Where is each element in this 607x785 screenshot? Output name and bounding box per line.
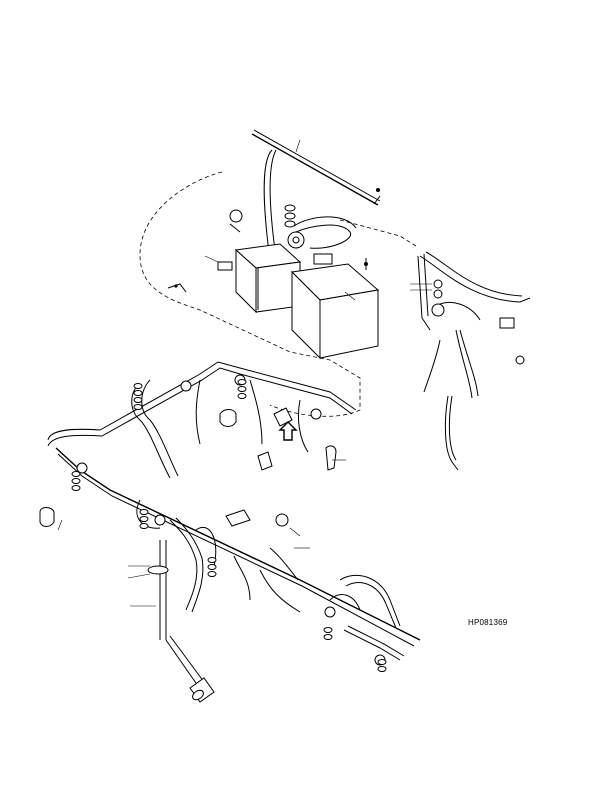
hardware-stack-top [284,204,296,228]
lower-wiring-harness [39,447,421,703]
battery-left [234,243,302,314]
battery-assembly [139,129,417,417]
middle-wiring-harness [47,361,357,479]
battery-tray-outline [139,171,361,417]
figure-code-label: HP081369 [468,618,508,627]
hardware-stack-mid [237,379,247,399]
hardware-stack-left [133,383,143,410]
battery-hold-down-rod [251,133,379,206]
battery-right [290,253,380,360]
hardware-stack-lower [71,471,387,672]
right-cable-assembly [410,251,531,471]
connector-plug [189,677,215,703]
